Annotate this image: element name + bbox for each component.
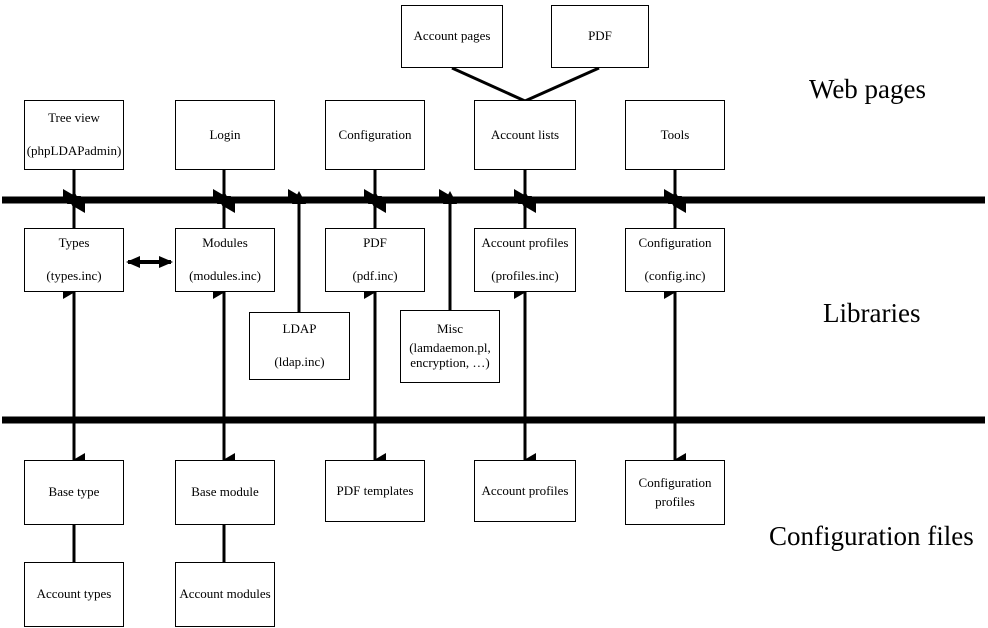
node-label: Types: [58, 235, 90, 251]
node-label: Account lists: [490, 126, 560, 142]
node-label: Account profiles: [481, 235, 569, 251]
node-login[interactable]: Login: [175, 100, 275, 170]
node-label: Account pages: [413, 28, 491, 44]
node-pdf-top[interactable]: PDF: [551, 5, 649, 68]
node-types[interactable]: Types (types.inc): [24, 228, 124, 292]
node-label: Configuration: [638, 474, 712, 490]
node-sublabel-2: encryption, …): [410, 354, 490, 370]
node-sublabel: profiles: [655, 493, 695, 509]
node-misc[interactable]: Misc (lamdaemon.pl, encryption, …): [400, 310, 500, 383]
node-label: Misc: [437, 321, 463, 337]
node-sublabel: (config.inc): [644, 268, 706, 283]
node-account-profiles-files[interactable]: Account profiles: [474, 460, 576, 522]
node-configuration-lib[interactable]: Configuration (config.inc): [625, 228, 725, 292]
node-base-module[interactable]: Base module: [175, 460, 275, 525]
node-label: Tools: [660, 126, 690, 142]
node-sublabel: (modules.inc): [189, 268, 261, 283]
converge-lines: [451, 66, 600, 103]
node-label: Base module: [191, 484, 259, 500]
node-sublabel: (phpLDAPadmin): [26, 143, 122, 158]
node-label: LDAP: [282, 321, 317, 337]
node-label: PDF: [363, 235, 387, 251]
web-page-down-arrows: [72, 170, 686, 213]
node-sublabel: (lamdaemon.pl,: [409, 340, 491, 356]
node-tools[interactable]: Tools: [625, 100, 725, 170]
node-label: Account modules: [179, 586, 271, 602]
node-account-modules[interactable]: Account modules: [175, 562, 275, 627]
band-label-web-pages: Web pages: [809, 74, 927, 104]
node-label: Account types: [36, 586, 112, 602]
node-label: Configuration: [338, 126, 412, 142]
node-tree-view[interactable]: Tree view (phpLDAPadmin): [24, 100, 124, 170]
node-configuration-page[interactable]: Configuration: [325, 100, 425, 170]
node-ldap[interactable]: LDAP (ldap.inc): [249, 312, 350, 380]
node-label: Tree view: [48, 110, 100, 126]
node-modules[interactable]: Modules (modules.inc): [175, 228, 275, 292]
node-sublabel: (types.inc): [46, 268, 102, 283]
node-account-profiles-lib[interactable]: Account profiles (profiles.inc): [474, 228, 576, 292]
node-account-types[interactable]: Account types: [24, 562, 124, 627]
node-sublabel: (ldap.inc): [274, 354, 325, 369]
node-label: Configuration: [638, 235, 712, 251]
bar-crossing-arrowheads: [67, 191, 682, 209]
node-label: Account profiles: [481, 482, 569, 498]
node-configuration-profiles[interactable]: Configuration profiles: [625, 460, 725, 525]
band-label-configuration-files: Configuration files: [769, 521, 974, 551]
node-sublabel: (profiles.inc): [491, 268, 559, 283]
node-account-lists[interactable]: Account lists: [474, 100, 576, 170]
base-to-account-lines: [72, 525, 226, 562]
node-label: Base type: [48, 484, 100, 500]
band-label-libraries: Libraries: [823, 298, 921, 328]
file-down-arrows: [72, 400, 686, 467]
node-label: Modules: [202, 235, 248, 251]
node-sublabel: (pdf.inc): [352, 268, 398, 283]
node-account-pages[interactable]: Account pages: [401, 5, 503, 68]
separator-bars: [2, 196, 985, 424]
node-pdf-lib[interactable]: PDF (pdf.inc): [325, 228, 425, 292]
node-label: PDF: [588, 28, 612, 44]
node-pdf-templates[interactable]: PDF templates: [325, 460, 425, 522]
node-base-type[interactable]: Base type: [24, 460, 124, 525]
node-label: PDF templates: [336, 482, 414, 498]
node-label: Login: [209, 126, 241, 142]
